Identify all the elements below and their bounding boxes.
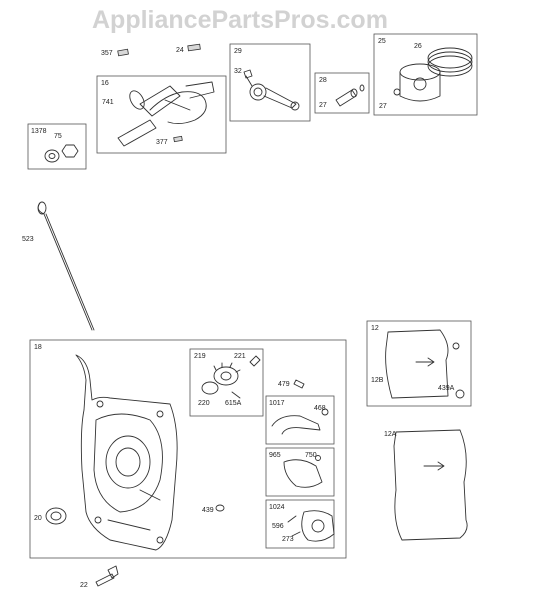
label-27b: 27 <box>379 103 387 110</box>
governor-gear-part <box>201 355 261 399</box>
bolt-479-part <box>293 379 305 389</box>
label-1378: 1378 <box>31 128 47 135</box>
box-1378 <box>27 123 87 170</box>
label-22: 22 <box>80 582 88 589</box>
crankshaft-part <box>117 81 215 147</box>
label-220: 220 <box>198 400 210 407</box>
box-1017 <box>265 395 335 445</box>
label-439A: 439A <box>438 385 455 392</box>
piston-pin-part <box>335 84 365 107</box>
cover-gasket-part <box>283 455 323 488</box>
governor-arm-part <box>271 408 329 435</box>
label-28: 28 <box>319 77 327 84</box>
label-439: 439 <box>202 507 214 514</box>
label-25: 25 <box>378 38 386 45</box>
box-16 <box>96 75 227 154</box>
box-18 <box>29 339 347 559</box>
dipstick-part <box>37 201 95 331</box>
seal-20-part <box>45 507 67 525</box>
box-1024 <box>265 499 335 549</box>
label-615A: 615A <box>225 400 242 407</box>
label-32: 32 <box>234 68 242 75</box>
piston-rings-part <box>393 47 473 102</box>
label-750: 750 <box>305 452 317 459</box>
label-12: 12 <box>371 325 379 332</box>
label-12A: 12A <box>384 431 397 438</box>
label-221: 221 <box>234 353 246 360</box>
label-1024: 1024 <box>269 504 285 511</box>
label-965: 965 <box>269 452 281 459</box>
box-219 <box>189 348 264 417</box>
label-357: 357 <box>101 50 113 57</box>
label-75: 75 <box>54 133 62 140</box>
key-24-part <box>187 43 201 52</box>
washer-439-part <box>215 504 225 512</box>
label-26: 26 <box>414 43 422 50</box>
key-357-part <box>117 48 129 57</box>
label-523: 523 <box>22 236 34 243</box>
box-965 <box>265 447 335 497</box>
crankcase-cover-part <box>75 354 178 551</box>
label-18: 18 <box>34 344 42 351</box>
label-29: 29 <box>234 48 242 55</box>
gasket-12B-part <box>385 329 465 399</box>
label-20: 20 <box>34 515 42 522</box>
label-27a: 27 <box>319 102 327 109</box>
label-377: 377 <box>156 139 168 146</box>
watermark: AppliancePartsPros.com <box>92 6 388 34</box>
gasket-12A-part <box>393 429 468 541</box>
label-741: 741 <box>102 99 114 106</box>
label-468: 468 <box>314 405 326 412</box>
nut-washer-part <box>44 144 79 163</box>
bolt-22-part <box>95 565 119 587</box>
label-12B: 12B <box>371 377 384 384</box>
label-1017: 1017 <box>269 400 285 407</box>
box-25 <box>373 33 478 116</box>
box-12 <box>366 320 472 407</box>
label-479: 479 <box>278 381 290 388</box>
box-29 <box>229 43 311 122</box>
label-596: 596 <box>272 523 284 530</box>
oil-pump-part <box>287 510 335 542</box>
label-24: 24 <box>176 47 184 54</box>
label-16: 16 <box>101 80 109 87</box>
label-219: 219 <box>194 353 206 360</box>
label-273: 273 <box>282 536 294 543</box>
connecting-rod-part <box>243 69 300 111</box>
box-28 <box>314 72 370 114</box>
